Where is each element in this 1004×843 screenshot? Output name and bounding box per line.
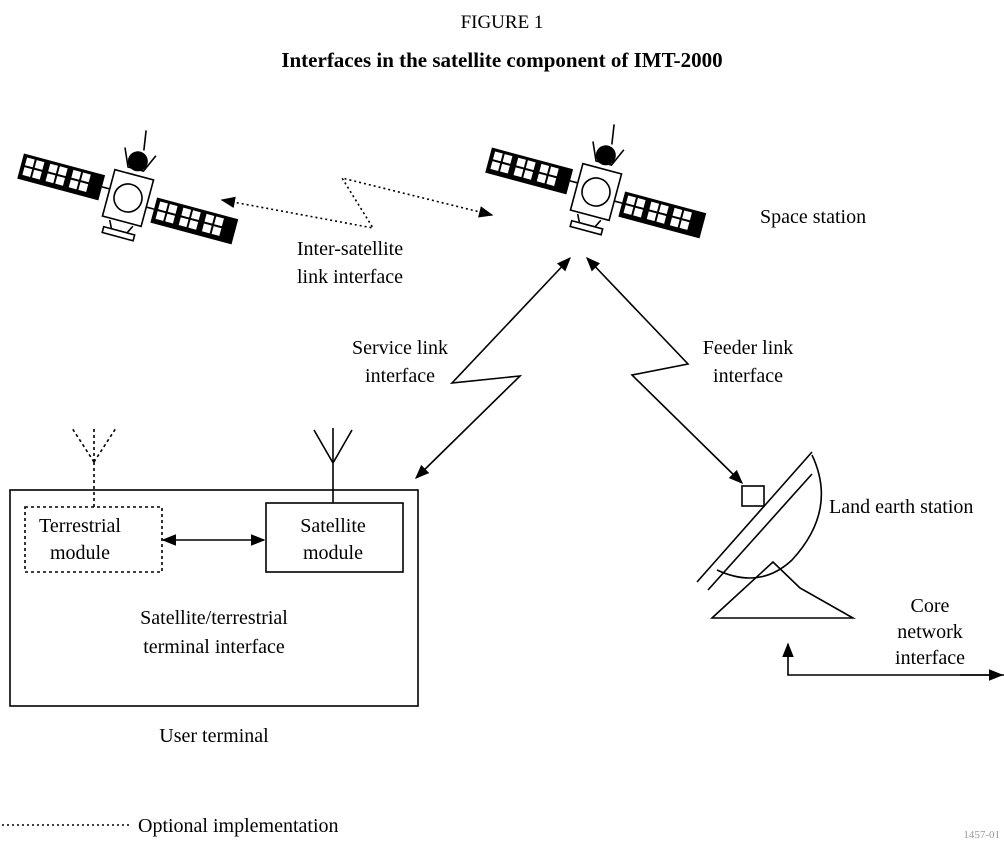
core-network-label-2: network	[897, 621, 963, 643]
figure-number: FIGURE 1	[461, 12, 544, 33]
figure-title: Interfaces in the satellite component of…	[281, 48, 722, 72]
inter-satellite-link	[220, 176, 494, 230]
land-earth-station-icon	[696, 451, 857, 619]
core-network-label-1: Core	[911, 595, 950, 617]
terrestrial-module-label-2: module	[50, 542, 110, 564]
user-terminal-label: User terminal	[159, 725, 269, 747]
feeder-link-label-2: interface	[713, 365, 783, 387]
inter-satellite-label-2: link interface	[297, 266, 403, 288]
core-network-line	[782, 642, 1004, 676]
terrestrial-antenna-icon	[71, 426, 117, 507]
terrestrial-module-label-1: Terrestrial	[39, 515, 121, 537]
space-station-satellite-icon	[476, 94, 724, 261]
land-earth-station-label: Land earth station	[829, 496, 973, 518]
terminal-interface-label-2: terminal interface	[143, 636, 285, 658]
service-link	[414, 256, 571, 480]
satellite-module-label-1: Satellite	[300, 515, 366, 537]
satellite-module-label-2: module	[303, 542, 363, 564]
legend-optional-label: Optional implementation	[138, 815, 339, 837]
satellite-antenna-icon	[313, 428, 353, 503]
service-link-label-1: Service link	[352, 337, 448, 359]
feeder-link-label-1: Feeder link	[703, 337, 794, 359]
inter-satellite-label-1: Inter-satellite	[297, 238, 403, 260]
feeder-link	[586, 256, 744, 485]
satellite-module-box	[265, 502, 404, 573]
space-station-label: Space station	[760, 206, 866, 228]
user-terminal-box	[9, 489, 419, 707]
service-link-label-2: interface	[365, 365, 435, 387]
left-satellite-icon	[8, 100, 256, 267]
core-network-label-3: interface	[895, 647, 965, 669]
figure-tag: 1457-01	[963, 829, 1000, 841]
terminal-interface-label-1: Satellite/terrestrial	[140, 607, 288, 629]
